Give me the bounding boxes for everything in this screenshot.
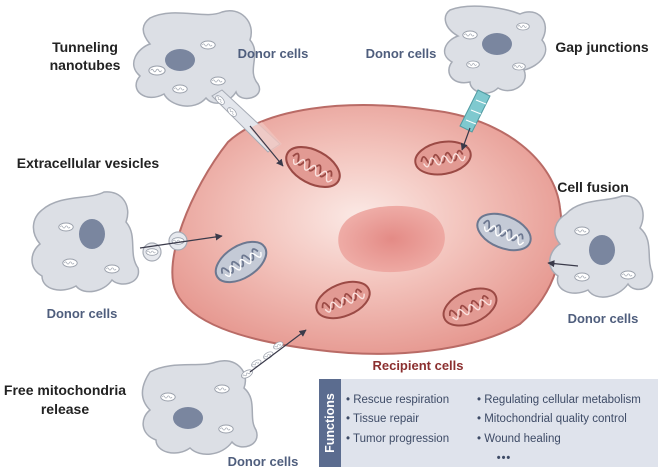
functions-panel: Functions • Rescue respiration • Tissue …: [319, 379, 658, 467]
donor-nucleus: [589, 235, 615, 265]
recipient-cell: [171, 104, 563, 355]
mini-mitochondrion: [172, 84, 188, 94]
label-donor-cells-4: Donor cells: [568, 311, 639, 326]
donor-nucleus: [165, 49, 195, 71]
label-donor-cells-3: Donor cells: [47, 306, 118, 321]
label-recipient-cells: Recipient cells: [372, 358, 463, 373]
label-free-mito-line2: release: [41, 401, 89, 417]
mini-mitochondrion: [148, 65, 166, 76]
donor-cell-gap-junction: [443, 5, 547, 94]
donor-nucleus: [173, 407, 203, 429]
gap-junction-channel: [459, 89, 491, 151]
functions-ellipsis: •••: [497, 452, 512, 464]
donor-nucleus: [482, 33, 512, 55]
mini-mitochondrion: [210, 76, 226, 86]
function-item: • Wound healing: [477, 433, 561, 445]
label-donor-cells-5: Donor cells: [228, 454, 299, 469]
label-free-mito-line1: Free mitochondria: [4, 382, 126, 398]
label-cell-fusion: Cell fusion: [557, 179, 629, 195]
functions-title: Functions: [323, 393, 337, 453]
tunneling-nanotube: [211, 89, 284, 167]
label-gap-junctions: Gap junctions: [555, 39, 649, 55]
free-mitochondria: [239, 329, 307, 381]
function-item: • Tissue repair: [346, 413, 419, 425]
label-donor-cells-1: Donor cells: [238, 46, 309, 61]
extracellular-vesicles: [139, 231, 223, 262]
donor-nucleus: [79, 219, 105, 249]
recipient-nucleus: [338, 205, 445, 273]
label-tunneling-line2: nanotubes: [50, 57, 121, 73]
function-item: • Regulating cellular metabolism: [477, 394, 641, 406]
label-tunneling-line1: Tunneling: [52, 39, 118, 55]
function-item: • Mitochondrial quality control: [477, 413, 627, 425]
mini-mitochondrion: [200, 40, 216, 50]
function-item: • Rescue respiration: [346, 394, 449, 406]
label-extracellular-vesicles: Extracellular vesicles: [17, 155, 160, 171]
donor-cell-vesicles: [31, 191, 140, 293]
label-donor-cells-2: Donor cells: [366, 46, 437, 61]
function-item: • Tumor progression: [346, 433, 449, 445]
donor-cell-free-release: [141, 359, 258, 455]
donor-cell-fusion: [547, 195, 654, 298]
